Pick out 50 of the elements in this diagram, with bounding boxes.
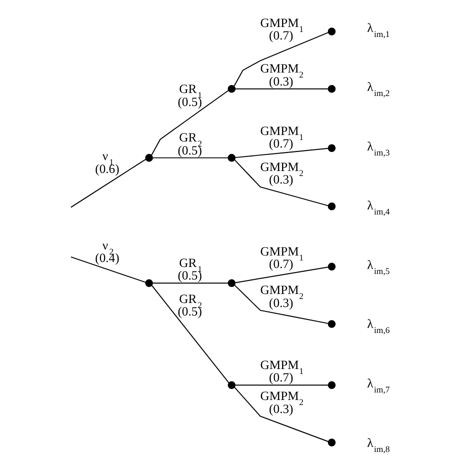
edge-label: GMPM$_{2}$ (0.3) [260, 389, 304, 416]
edge-label: GMPM$_{2}$ (0.3) [260, 283, 304, 310]
node-circle [145, 279, 153, 288]
node-circle [145, 154, 153, 162]
edge-label: GMPM$_{1}$ (0.7) [260, 16, 304, 43]
edge-label: ν$_{2}$ (0.4) [95, 238, 120, 266]
connector [152, 282, 229, 284]
connector [234, 148, 329, 158]
edge-label: GMPM$_{1}$ (0.7) [260, 244, 304, 271]
edge-label: GMPM$_{2}$ (0.3) [260, 62, 304, 88]
node-circle [228, 84, 236, 93]
node-circle [328, 381, 336, 390]
node-label: λ$_{im,5}$ [367, 258, 390, 276]
node-label: λ$_{im,3}$ [367, 139, 390, 158]
node-label: λ$_{im,4}$ [367, 198, 390, 217]
connector [70, 256, 146, 283]
edge-label: GR$_{2}$ (0.5) [178, 292, 202, 319]
edge-label: GR$_{1}$ (0.5) [178, 256, 202, 283]
edge-label: GR$_{2}$ (0.5) [178, 130, 202, 158]
connector [150, 90, 229, 156]
connector [152, 157, 229, 158]
node-circle [328, 320, 336, 328]
node-circle [228, 279, 236, 288]
connector [234, 284, 329, 324]
node-circle [228, 154, 236, 162]
connector [234, 266, 329, 284]
edge-label: GMPM$_{1}$ (0.7) [260, 358, 304, 385]
node-circle [328, 144, 336, 152]
edge-label: GMPM$_{2}$ (0.3) [260, 160, 304, 186]
connector [234, 384, 329, 386]
node-label: λ$_{im,1}$ [367, 20, 390, 39]
node-label: λ$_{im,7}$ [367, 376, 390, 394]
node-circle [328, 202, 336, 210]
node-circle [328, 84, 336, 93]
node-circle [328, 262, 336, 271]
edge-label: ν$_{1}$ (0.6) [95, 149, 120, 176]
node-label: λ$_{im,2}$ [367, 80, 390, 98]
connector [234, 32, 329, 87]
connector [234, 160, 329, 206]
connector [70, 158, 146, 208]
connector [234, 386, 329, 442]
connector [151, 284, 230, 384]
node-circle [328, 438, 336, 446]
edge-label: GR$_{1}$ (0.5) [178, 82, 202, 109]
connector [234, 88, 329, 90]
node-circle [328, 28, 336, 36]
node-circle [228, 381, 236, 390]
edge-label: GMPM$_{1}$ (0.7) [260, 124, 304, 151]
node-label: λ$_{im,6}$ [367, 317, 390, 336]
node-label: λ$_{im,8}$ [367, 436, 390, 454]
